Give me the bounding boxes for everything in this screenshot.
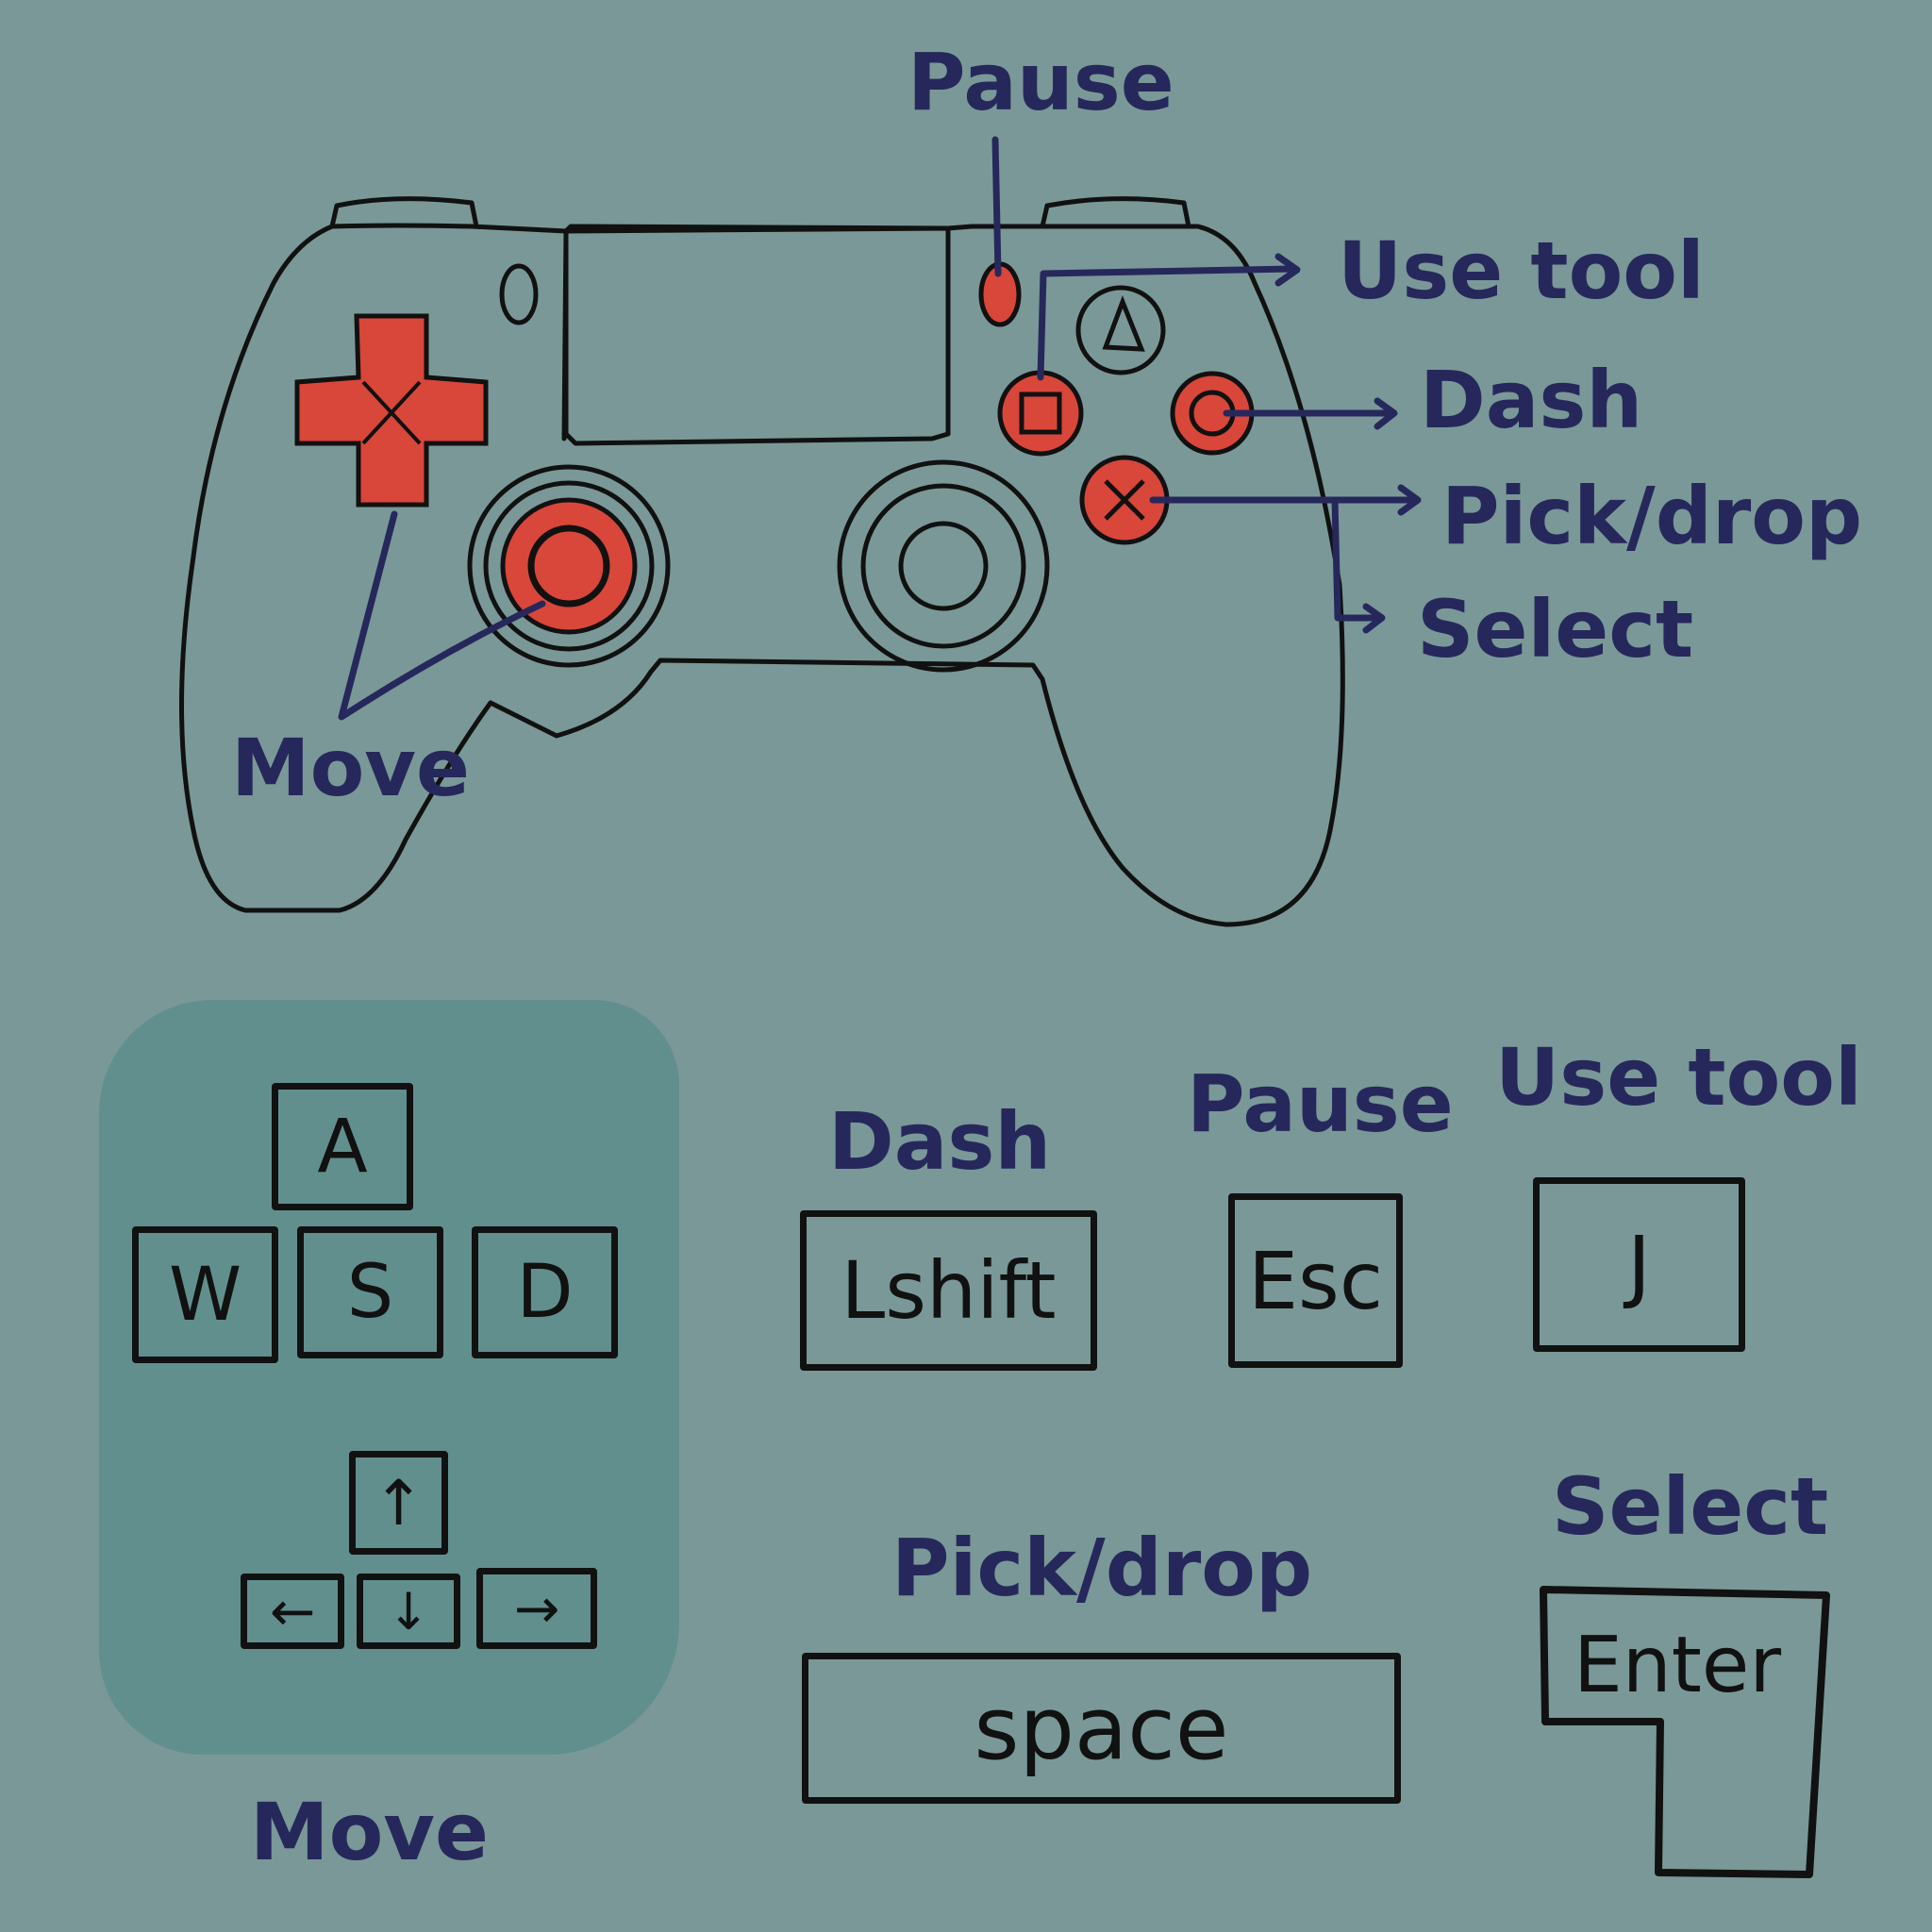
key-j: J bbox=[1533, 1177, 1745, 1352]
key-arrow-down: ↓ bbox=[357, 1574, 460, 1649]
key-enter: Enter bbox=[1573, 1620, 1782, 1710]
move-callout-line bbox=[338, 510, 546, 721]
gamepad-label-pick-drop: Pick/drop bbox=[1441, 470, 1863, 562]
key-arrow-up: ↑ bbox=[349, 1451, 448, 1555]
move-keys-panel bbox=[99, 1000, 679, 1755]
gamepad-label-select: Select bbox=[1417, 583, 1694, 675]
touchpad-icon bbox=[563, 225, 951, 446]
key-arrow-right: → bbox=[476, 1568, 597, 1649]
gamepad bbox=[179, 136, 1422, 927]
keyboard-label-select: Select bbox=[1552, 1460, 1829, 1553]
triangle-button-icon bbox=[1075, 285, 1166, 375]
right-stick-icon bbox=[860, 483, 1026, 649]
gamepad-label-move: Move bbox=[231, 722, 471, 814]
square-button-icon bbox=[997, 370, 1084, 457]
gamepad-label-pause: Pause bbox=[908, 36, 1174, 128]
keyboard-label-pause: Pause bbox=[1187, 1058, 1454, 1150]
use-tool-callout-line bbox=[1037, 265, 1296, 381]
keyboard-label-use-tool: Use tool bbox=[1495, 1031, 1862, 1124]
key-a: A bbox=[272, 1083, 413, 1210]
share-button-icon bbox=[499, 263, 539, 325]
cross-button-icon bbox=[1079, 455, 1170, 545]
key-arrow-left: ← bbox=[241, 1574, 344, 1649]
pause-callout-line bbox=[991, 136, 1002, 277]
key-d: D bbox=[472, 1226, 618, 1358]
left-stick-icon bbox=[500, 497, 638, 635]
dpad-icon bbox=[294, 313, 489, 508]
key-w: W bbox=[132, 1226, 278, 1363]
gamepad-label-dash: Dash bbox=[1420, 354, 1643, 446]
key-esc: Esc bbox=[1228, 1193, 1403, 1368]
left-bumper bbox=[329, 196, 479, 229]
keyboard-label-dash: Dash bbox=[828, 1095, 1052, 1188]
key-enter-outline bbox=[1540, 1586, 1830, 1878]
key-s: S bbox=[297, 1226, 443, 1358]
gamepad-label-use-tool: Use tool bbox=[1338, 225, 1705, 317]
right-bumper bbox=[1040, 196, 1191, 229]
key-lshift: Lshift bbox=[800, 1210, 1097, 1371]
keyboard-label-pick-drop: Pick/drop bbox=[891, 1522, 1313, 1614]
key-space: space bbox=[802, 1653, 1401, 1804]
keyboard-label-move: Move bbox=[250, 1786, 490, 1878]
select-callout-line bbox=[1331, 496, 1383, 622]
